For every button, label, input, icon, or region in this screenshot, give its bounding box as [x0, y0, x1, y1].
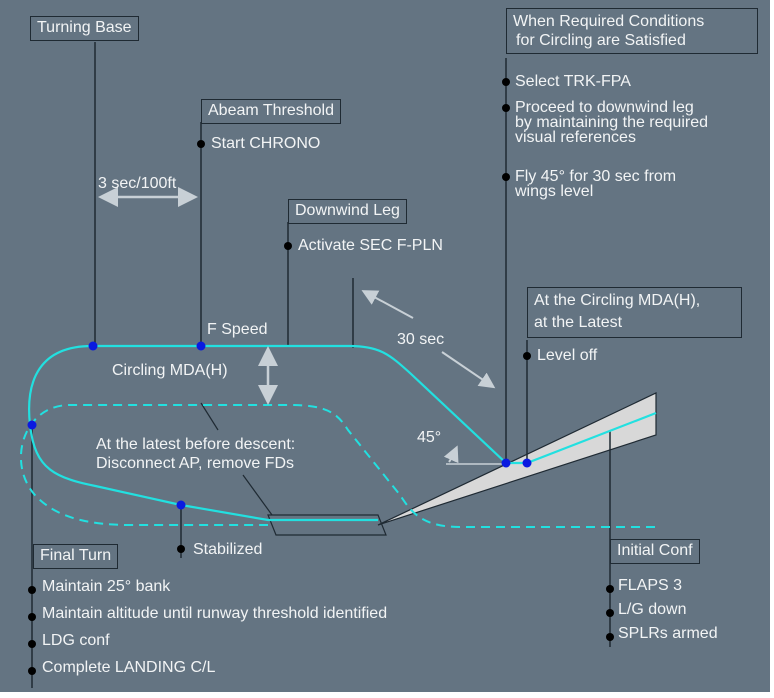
outbound-time-arrow-upper	[361, 290, 414, 319]
timing-rule-label: 3 sec/100ft	[98, 175, 177, 192]
conditions-box: When Required Conditions for Circling ar…	[506, 8, 758, 54]
bullet-icon	[502, 173, 510, 181]
bullet-icon	[606, 633, 614, 641]
circling-mda-title-line1: At the Circling MDA(H),	[534, 292, 701, 309]
initial-conf-item-spoilers: SPLRs armed	[618, 625, 718, 642]
turning-base-box: Turning Base	[30, 16, 139, 41]
descent-note-line2: Disconnect AP, remove FDs	[96, 455, 295, 472]
initial-conf-title: Initial Conf	[617, 542, 693, 559]
abeam-threshold-box: Abeam Threshold	[201, 99, 341, 124]
outbound-time-label: 30 sec	[397, 331, 445, 348]
bullet-icon	[502, 104, 510, 112]
conditions-title-line1: When Required Conditions	[513, 13, 705, 30]
final-turn-item-bank: Maintain 25° bank	[42, 578, 171, 595]
waypoint-level-off	[522, 458, 532, 468]
angle-arc	[443, 445, 459, 464]
waypoint-turning-base	[88, 341, 98, 351]
outbound-time-arrow-lower	[441, 351, 496, 389]
approach-cone	[377, 392, 657, 526]
descent-note: At the latest before descent: Disconnect…	[96, 435, 295, 473]
descent-note-line1: At the latest before descent:	[96, 436, 296, 453]
bullet-icon	[28, 586, 36, 594]
abeam-item-start-chrono: Start CHRONO	[211, 135, 321, 152]
downwind-item-activate-sec: Activate SEC F-PLN	[298, 237, 443, 254]
circling-mda-label: Circling MDA(H)	[112, 362, 228, 379]
circling-mda-item-level-off: Level off	[537, 347, 598, 364]
conditions-item2-line3: visual references	[515, 129, 636, 146]
conditions-item2-line1: Proceed to downwind leg	[515, 99, 694, 116]
bullet-icon	[28, 613, 36, 621]
initial-conf-item-flaps: FLAPS 3	[618, 577, 683, 594]
bullet-icon	[502, 78, 510, 86]
descent-note-leader-bottom	[242, 474, 273, 516]
bullet-icon	[284, 242, 292, 250]
final-turn-item-landing-cl: Complete LANDING C/L	[42, 659, 216, 676]
abeam-threshold-title: Abeam Threshold	[208, 102, 334, 119]
waypoint-turn-start	[501, 458, 511, 468]
conditions-item-fly-45: Fly 45° for 30 sec from wings level	[515, 168, 677, 200]
bullet-icon	[28, 667, 36, 675]
bullet-icon	[606, 585, 614, 593]
bullet-icon	[523, 352, 531, 360]
bullet-icon	[197, 140, 205, 148]
angle-label: 45°	[417, 429, 442, 446]
initial-conf-item-gear: L/G down	[618, 601, 687, 618]
circling-mda-title-line2: at the Latest	[534, 314, 623, 331]
conditions-title-line2: for Circling are Satisfied	[516, 32, 686, 49]
initial-conf-box: Initial Conf	[610, 539, 700, 564]
bullet-icon	[28, 640, 36, 648]
final-turn-item-altitude: Maintain altitude until runway threshold…	[42, 605, 388, 622]
circling-flight-path	[28, 344, 657, 522]
final-turn-box: Final Turn	[33, 544, 119, 569]
descent-note-leader-top	[200, 402, 219, 431]
final-turn-item-ldg-conf: LDG conf	[42, 632, 110, 649]
waypoint-final-turn	[27, 420, 37, 430]
f-speed-label: F Speed	[207, 321, 268, 338]
final-turn-title: Final Turn	[40, 547, 112, 564]
downwind-leg-box: Downwind Leg	[288, 199, 407, 224]
conditions-item2-line2: by maintaining the required	[515, 114, 709, 131]
bullet-icon	[606, 609, 614, 617]
bullet-icon	[177, 545, 185, 553]
waypoint-stabilized	[176, 500, 186, 510]
conditions-item3-line1: Fly 45° for 30 sec from	[515, 168, 677, 185]
downwind-leg-title: Downwind Leg	[295, 202, 400, 219]
runway	[267, 514, 387, 536]
turning-base-title: Turning Base	[37, 19, 132, 36]
conditions-item-proceed-downwind: Proceed to downwind leg by maintaining t…	[515, 99, 709, 146]
stabilized-label: Stabilized	[193, 541, 263, 558]
conditions-item3-line2: wings level	[515, 183, 594, 200]
waypoint-abeam-threshold	[196, 341, 206, 351]
circling-mda-box: At the Circling MDA(H), at the Latest	[527, 287, 742, 338]
conditions-item-select-trk-fpa: Select TRK-FPA	[515, 73, 631, 90]
